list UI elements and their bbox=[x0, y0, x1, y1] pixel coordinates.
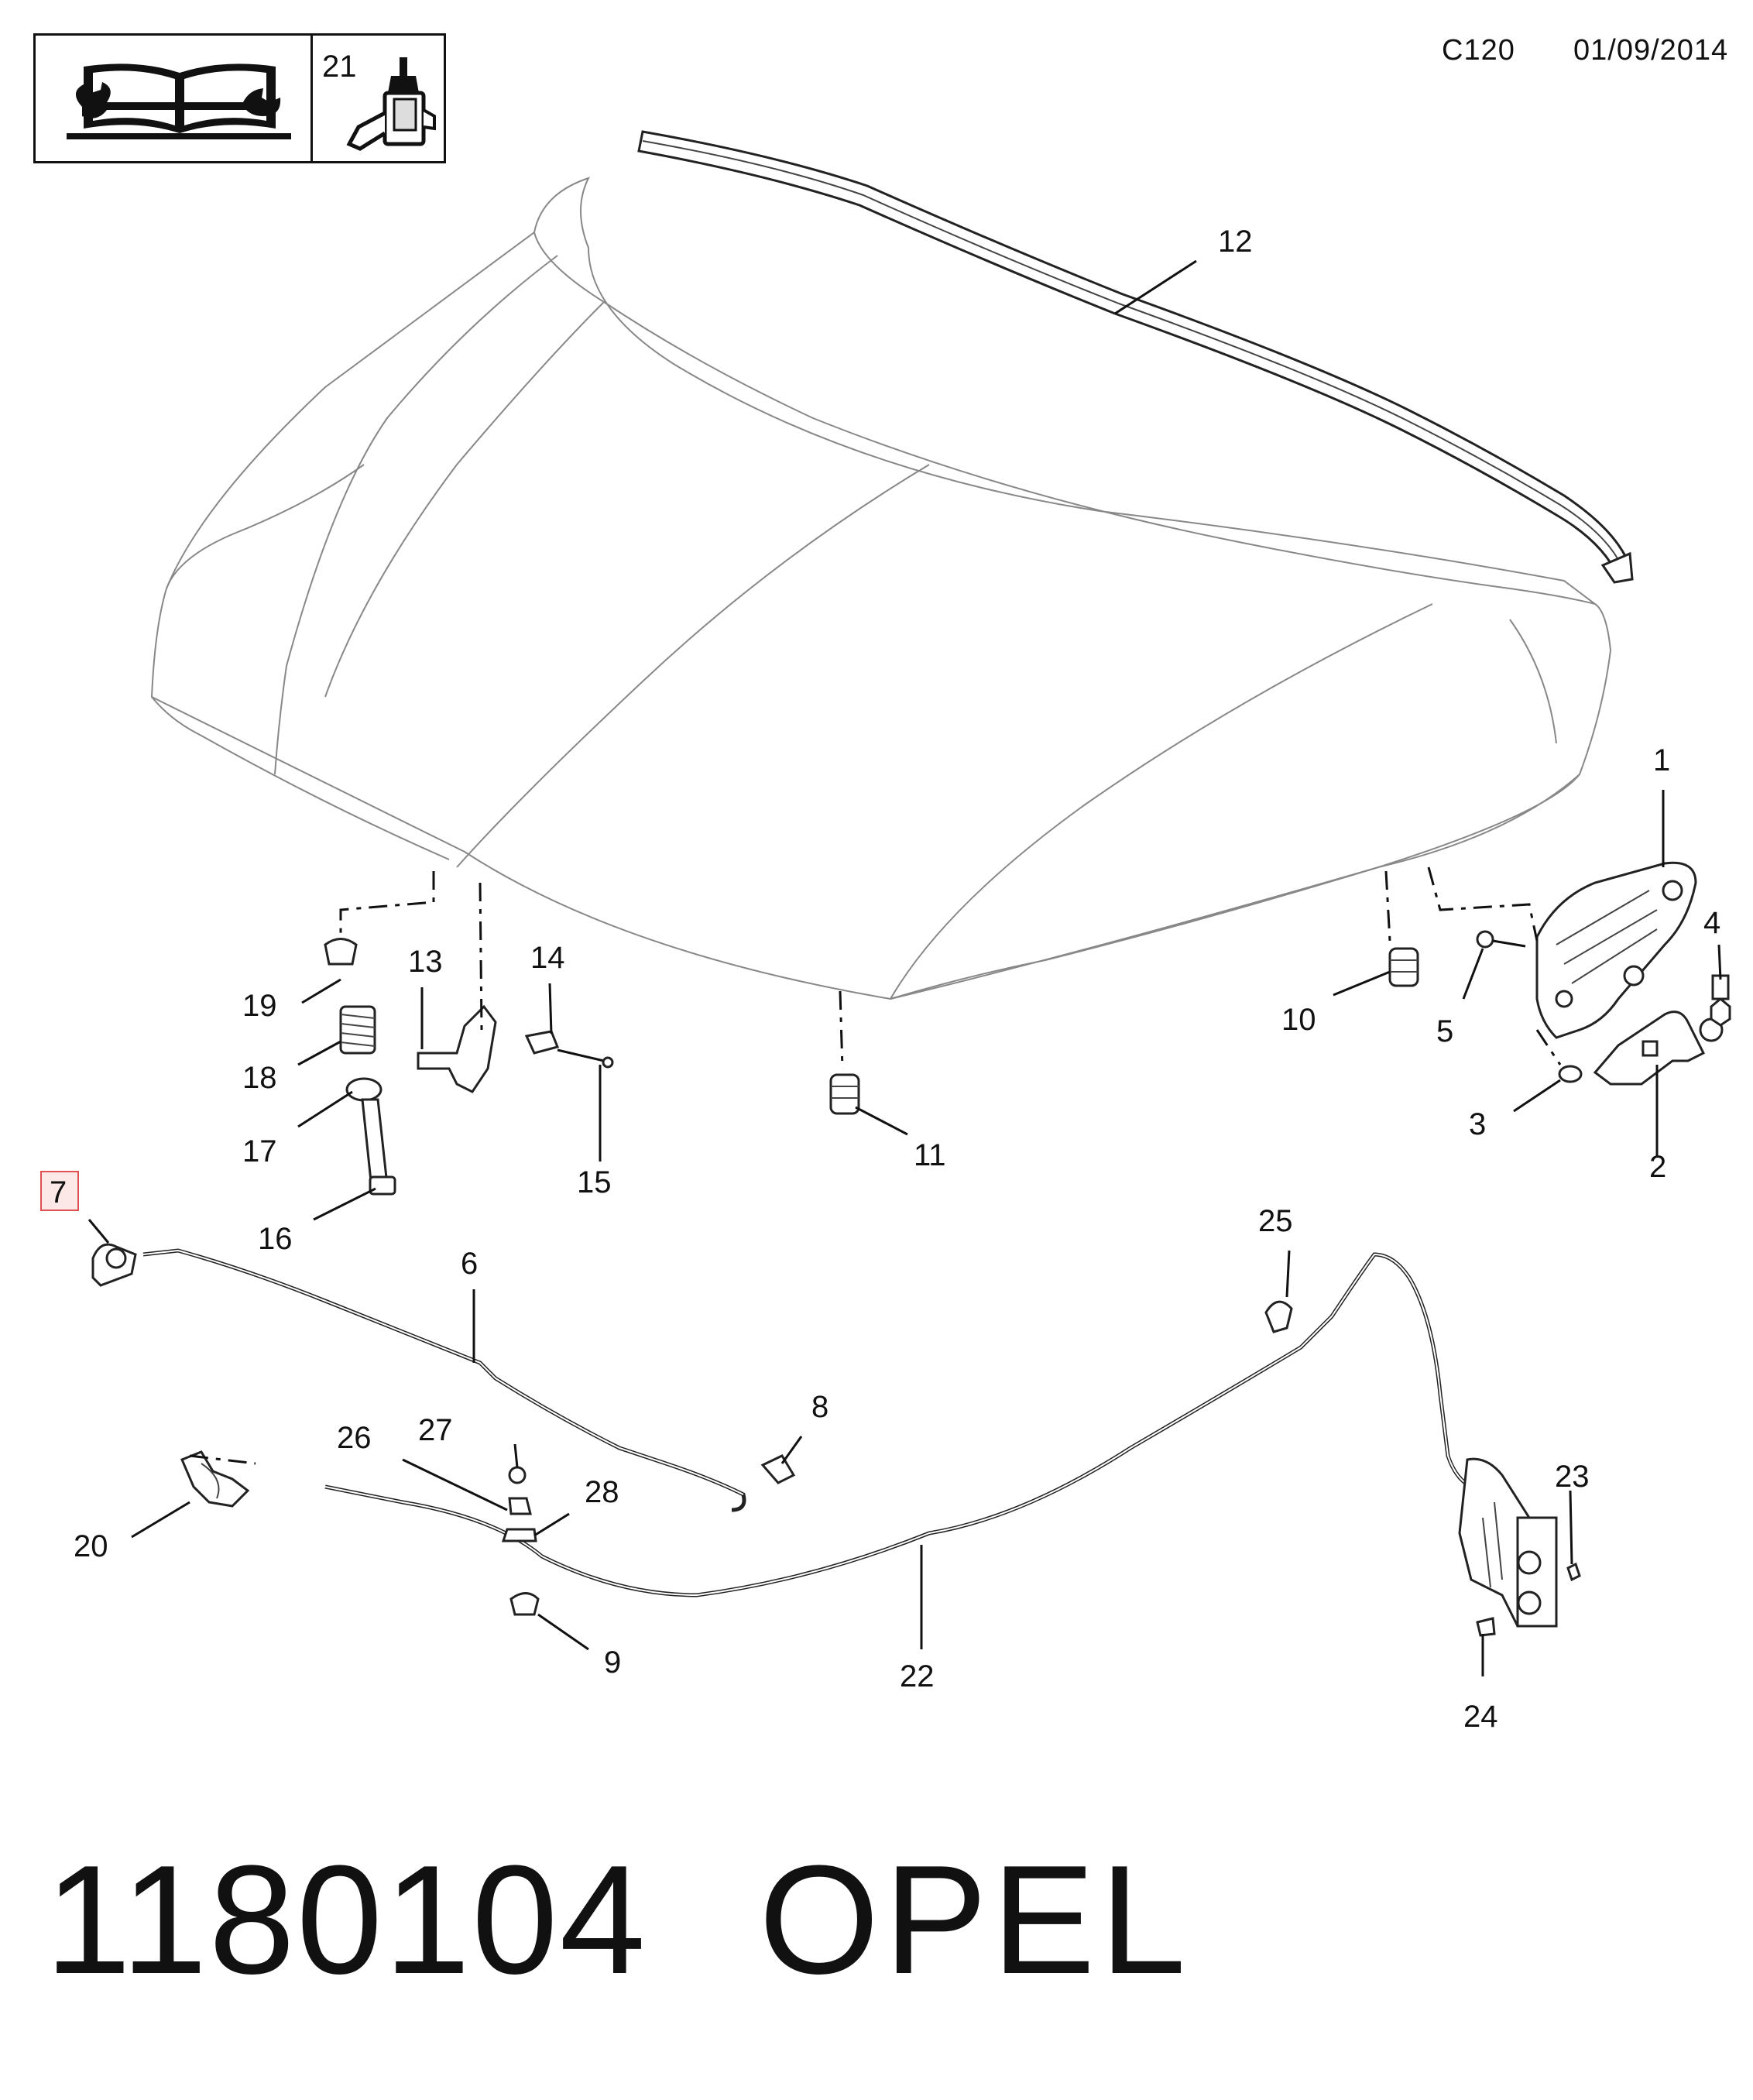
callout-17: 17 bbox=[242, 1134, 277, 1168]
callout-labels: 12 1 4 5 10 3 2 11 13 14 15 19 18 17 16 … bbox=[74, 225, 1720, 1734]
brand-name: OPEL bbox=[759, 1834, 1191, 2006]
callout-14: 14 bbox=[530, 941, 565, 975]
callout-13: 13 bbox=[408, 945, 443, 979]
hinge-fasteners bbox=[1476, 930, 1731, 1083]
callout-1: 1 bbox=[1653, 743, 1670, 777]
callout-12: 12 bbox=[1218, 225, 1253, 259]
leader-lines bbox=[87, 259, 1722, 1676]
callout-21: 21 bbox=[322, 50, 357, 84]
callout-8: 8 bbox=[811, 1390, 828, 1424]
release-cables bbox=[142, 1248, 1473, 1597]
callout-20: 20 bbox=[74, 1529, 108, 1563]
callout-9: 9 bbox=[604, 1645, 621, 1680]
icon-divider bbox=[310, 36, 313, 161]
callout-26: 26 bbox=[337, 1421, 372, 1455]
hood-seal-strip bbox=[637, 130, 1634, 584]
bump-stop-11 bbox=[829, 1073, 860, 1115]
callout-5: 5 bbox=[1436, 1014, 1453, 1048]
callout-3: 3 bbox=[1469, 1107, 1486, 1141]
primary-latch bbox=[1458, 1457, 1581, 1637]
manual-book-wrench-icon bbox=[67, 63, 291, 139]
callout-6: 6 bbox=[461, 1247, 478, 1281]
hood-latch-striker bbox=[324, 938, 614, 1196]
callout-16: 16 bbox=[258, 1222, 293, 1256]
diagram-date: 01/09/2014 bbox=[1573, 34, 1729, 67]
callout-28: 28 bbox=[585, 1475, 619, 1509]
assembly-lines bbox=[189, 866, 1562, 1465]
callout-23: 23 bbox=[1555, 1460, 1590, 1494]
release-handle bbox=[91, 1243, 137, 1287]
cable-clips bbox=[509, 1300, 1293, 1616]
callout-10: 10 bbox=[1281, 1003, 1316, 1037]
cable-clip-9 bbox=[509, 1592, 540, 1616]
hood-panel bbox=[150, 177, 1612, 1000]
callout-11: 11 bbox=[914, 1138, 946, 1172]
bump-stop-10 bbox=[1388, 947, 1419, 987]
callout-25: 25 bbox=[1258, 1204, 1293, 1238]
callout-18: 18 bbox=[242, 1061, 277, 1095]
callout-27: 27 bbox=[418, 1413, 453, 1447]
highlighted-callout-7: 7 bbox=[40, 1171, 79, 1211]
icon-panel: 21 bbox=[33, 33, 446, 163]
cable-clip-8 bbox=[760, 1454, 796, 1484]
part-number: 1180104 bbox=[45, 1834, 647, 2006]
callout-15: 15 bbox=[577, 1165, 612, 1199]
callout-4: 4 bbox=[1703, 906, 1720, 940]
adhesive-bottle-icon bbox=[346, 57, 436, 151]
callout-19: 19 bbox=[242, 989, 277, 1023]
hood-hinge bbox=[1535, 861, 1724, 1086]
cable-fasteners bbox=[501, 1466, 537, 1542]
diagram-code: C120 bbox=[1442, 34, 1515, 67]
callout-2: 2 bbox=[1649, 1150, 1666, 1184]
secondary-latch bbox=[180, 1450, 250, 1508]
callout-24: 24 bbox=[1463, 1700, 1498, 1734]
cable-clip-25 bbox=[1264, 1300, 1293, 1333]
bump-stops bbox=[829, 947, 1419, 1115]
highlight-box bbox=[40, 1171, 79, 1211]
callout-7: 7 bbox=[50, 1175, 67, 1210]
callout-22: 22 bbox=[900, 1659, 935, 1693]
